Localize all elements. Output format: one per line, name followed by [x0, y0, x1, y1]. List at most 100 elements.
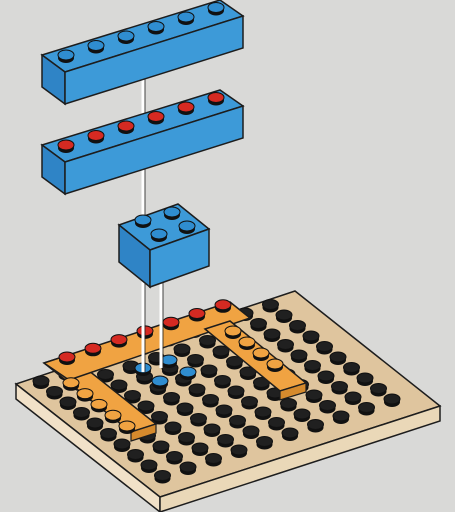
baseplate-stud — [345, 392, 361, 405]
brick-top-stud — [148, 22, 164, 35]
baseplate-stud — [203, 395, 219, 408]
baseplate-stud — [330, 352, 346, 365]
c-plate-stud-orange — [63, 378, 79, 391]
brick-middle-stud — [58, 140, 74, 153]
baseplate-stud — [281, 399, 297, 412]
baseplate-stud — [359, 403, 375, 416]
brick-top-stud — [118, 31, 134, 44]
baseplate-stud — [276, 310, 292, 323]
baseplate-stud — [264, 329, 280, 342]
brick-top-stud — [208, 3, 224, 16]
brick-2x2-stud — [179, 221, 195, 234]
baseplate-stud — [74, 408, 90, 421]
baseplate-stud — [60, 397, 76, 410]
baseplate-stud — [165, 422, 181, 435]
baseplate-stud — [141, 460, 157, 473]
brick-middle-stud — [208, 93, 224, 106]
baseplate-stud — [191, 414, 207, 427]
c-plate-stud-orange — [105, 410, 121, 423]
c-plate-stud-orange — [77, 389, 93, 402]
baseplate-stud — [128, 450, 144, 463]
baseplate-stud — [164, 393, 180, 406]
baseplate-stud — [243, 426, 259, 439]
baseplate-stud — [192, 443, 208, 456]
baseplate-stud — [231, 445, 247, 458]
c-plate-stud-red — [215, 300, 231, 313]
baseplate-stud — [167, 452, 183, 465]
baseplate-stud — [317, 342, 333, 355]
baseplate-stud — [263, 300, 279, 313]
baseplate-stud — [180, 462, 196, 475]
brick-middle-stud — [88, 131, 104, 144]
baseplate-stud — [332, 382, 348, 395]
attached-blue-stud — [152, 376, 168, 389]
baseplate-stud — [33, 376, 49, 389]
baseplate-stud — [305, 361, 321, 374]
baseplate-stud — [320, 401, 336, 414]
baseplate-stud — [87, 418, 103, 431]
baseplate-stud — [200, 336, 216, 349]
baseplate-stud — [371, 384, 387, 397]
baseplate-stud — [218, 435, 234, 448]
c-plate-stud-red — [163, 317, 179, 330]
baseplate-stud — [114, 439, 130, 452]
brick-2x2-stud — [164, 207, 180, 220]
c-plate-stud-orange — [119, 421, 135, 434]
brick-top-stud — [88, 41, 104, 54]
baseplate-stud — [257, 437, 273, 450]
baseplate-stud — [255, 407, 271, 420]
baseplate-stud — [206, 454, 222, 467]
baseplate-stud — [357, 373, 373, 386]
baseplate-stud — [230, 416, 246, 429]
baseplate-stud — [153, 441, 169, 454]
baseplate-stud — [251, 319, 267, 332]
c-plate-stud-orange — [239, 337, 255, 350]
baseplate-stud — [177, 403, 193, 416]
baseplate-stud — [291, 350, 307, 363]
brick-2x2-stud — [151, 229, 167, 242]
baseplate-stud — [228, 386, 244, 399]
brick-2x2-stud — [135, 215, 151, 228]
c-plate-stud-red — [59, 352, 75, 365]
brick-middle-stud — [148, 112, 164, 125]
baseplate-stud — [201, 365, 217, 378]
baseplate-stud — [174, 344, 190, 357]
c-plate-stud-orange — [225, 326, 241, 339]
baseplate-stud — [204, 424, 220, 437]
baseplate-stud — [216, 405, 232, 418]
c-plate-stud-red — [189, 309, 205, 322]
c-plate-stud-orange — [267, 359, 283, 372]
baseplate-stud — [179, 433, 195, 446]
baseplate-stud — [189, 384, 205, 397]
c-plate-stud-red — [111, 335, 127, 348]
brick-middle-stud — [118, 121, 134, 134]
brick-top-stud — [58, 50, 74, 63]
baseplate-stud — [294, 409, 310, 422]
c-plate-stud-red — [85, 343, 101, 356]
baseplate-stud — [215, 376, 231, 389]
baseplate-stud — [333, 411, 349, 424]
baseplate-stud — [306, 390, 322, 403]
brick-top-stud — [178, 12, 194, 25]
baseplate-stud — [213, 346, 229, 359]
baseplate-stud — [155, 471, 171, 484]
baseplate-stud — [303, 331, 319, 344]
baseplate-stud — [344, 363, 360, 376]
baseplate-stud — [308, 420, 324, 433]
baseplate-stud — [278, 340, 294, 353]
c-plate-stud-orange — [91, 399, 107, 412]
baseplate-stud — [269, 418, 285, 431]
baseplate-stud — [282, 428, 298, 441]
c-plate-stud-orange — [253, 348, 269, 361]
baseplate-stud — [188, 355, 204, 368]
baseplate-stud — [242, 397, 258, 410]
baseplate-stud — [290, 321, 306, 334]
brick-middle-stud — [178, 102, 194, 115]
baseplate-stud — [101, 429, 117, 442]
attached-blue-stud — [180, 367, 196, 380]
baseplate-stud — [318, 371, 334, 384]
baseplate-stud — [384, 394, 400, 407]
baseplate-stud — [47, 387, 63, 400]
